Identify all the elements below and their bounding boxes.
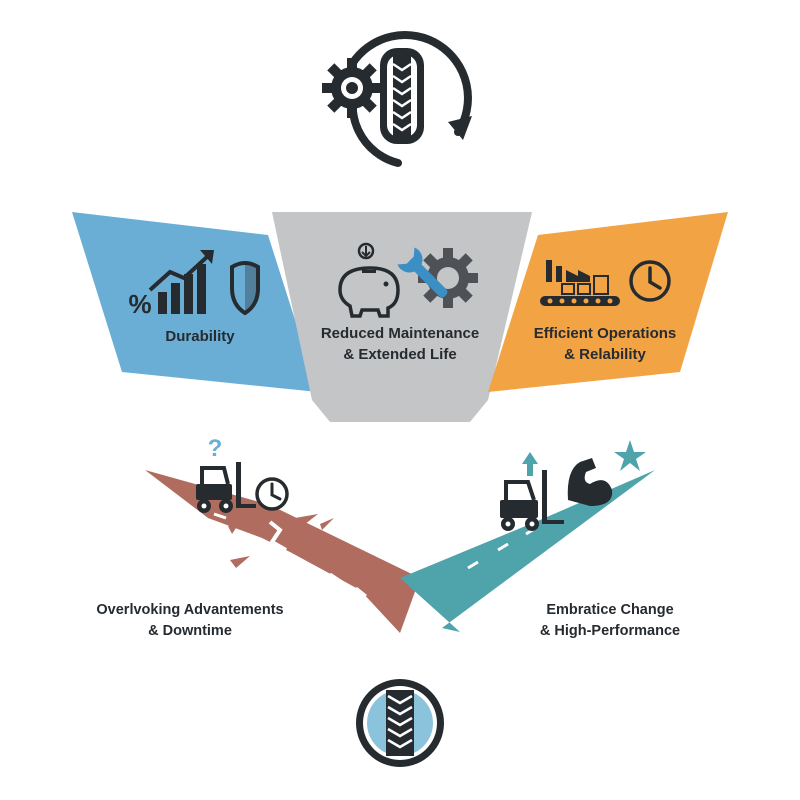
operations-label-line2: & Relability xyxy=(564,346,646,363)
downtime-path-label: Overlvoking Advantements & Downtime xyxy=(70,600,310,642)
clock-icon xyxy=(255,477,289,511)
star-icon xyxy=(614,440,646,471)
durability-label-line1: Durability xyxy=(165,328,235,345)
svg-text:?: ? xyxy=(208,435,223,462)
performance-path-label-line1: Embratice Change xyxy=(546,602,674,618)
maintenance-label-line1: Reduced Maintenance xyxy=(320,325,480,342)
svg-text:%: % xyxy=(128,289,151,319)
durability-panel xyxy=(72,212,318,392)
question-mark-icon: ? xyxy=(208,435,223,462)
performance-path-label-line2: & High-Performance xyxy=(539,623,681,639)
gear-tire-cycle-icon xyxy=(322,31,472,167)
percent-icon: % xyxy=(128,289,151,319)
downtime-path-label-line2: & Downtime xyxy=(148,623,232,639)
forklift-icon xyxy=(500,470,564,531)
performance-path-label: Embratice Change & High-Performance xyxy=(510,600,710,642)
durability-label: Durability xyxy=(130,326,270,347)
bar-chart-up-icon xyxy=(148,250,214,314)
forklift-icon xyxy=(196,462,256,513)
coin-down-icon xyxy=(357,242,375,260)
performance-road xyxy=(400,470,655,632)
factory-conveyor-icon xyxy=(540,260,620,306)
maintenance-label: Reduced Maintenance & Extended Life xyxy=(295,323,505,365)
downtime-path-label-line1: Overlvoking Advantements xyxy=(96,602,284,618)
downtime-road xyxy=(145,470,420,633)
maintenance-label-line2: & Extended Life xyxy=(343,346,457,363)
up-arrow-icon xyxy=(522,452,538,476)
clock-icon xyxy=(629,260,671,302)
flexed-arm-icon xyxy=(567,458,613,506)
tire-tread-icon xyxy=(356,679,444,767)
operations-label: Efficient Operations & Relability xyxy=(505,323,705,365)
wrench-gear-icon xyxy=(393,243,478,308)
piggy-bank-icon xyxy=(338,266,400,318)
operations-label-line1: Efficient Operations xyxy=(533,325,677,342)
shield-icon xyxy=(230,261,260,316)
